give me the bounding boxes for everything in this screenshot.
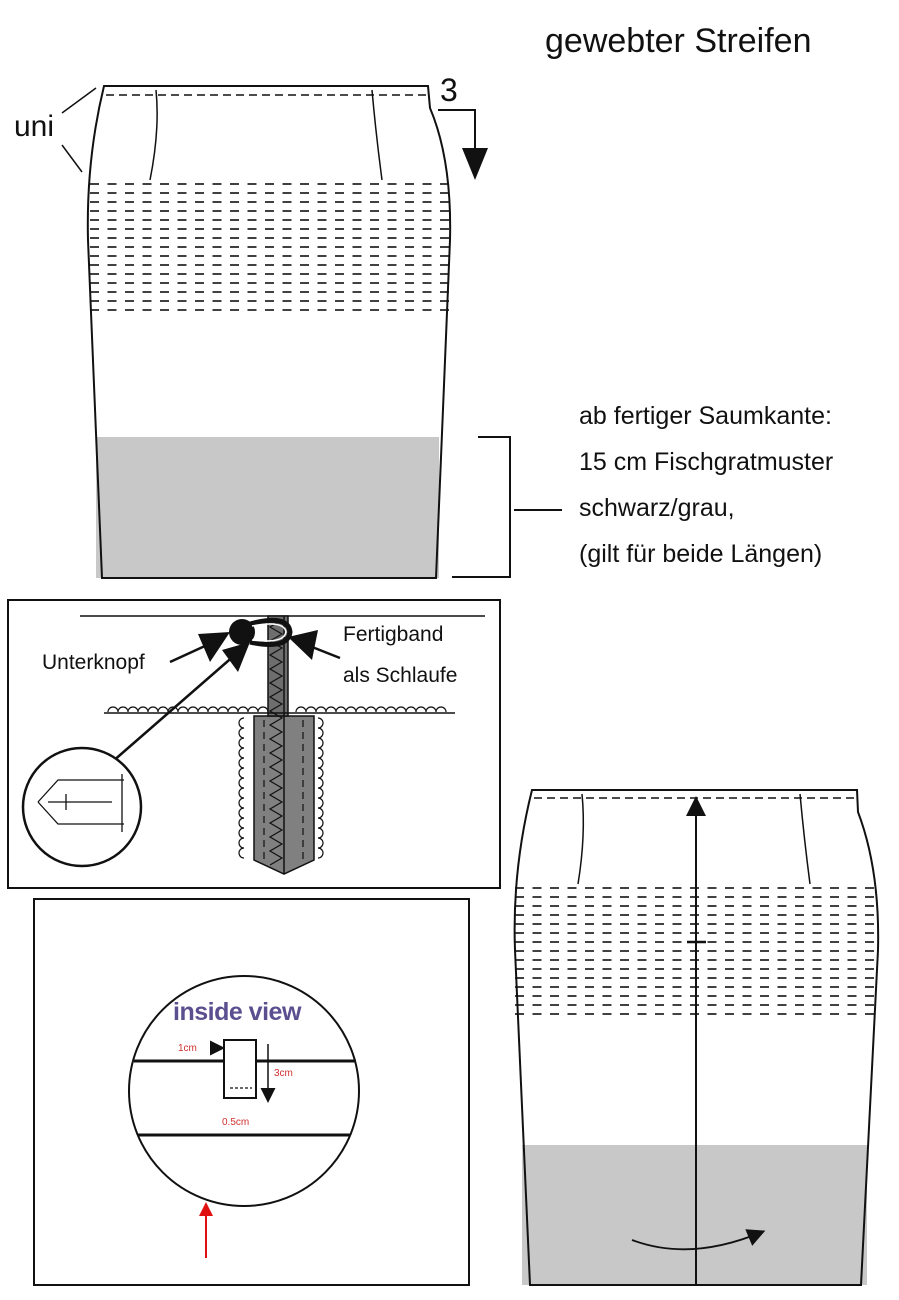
- overlock-edge-seam-right: [317, 717, 324, 859]
- zigzag-stitch: [268, 619, 284, 866]
- skirt-outline-top: [86, 85, 452, 579]
- inside-view-heading: inside view: [173, 998, 301, 1026]
- buttonhole-rect: [223, 1039, 257, 1099]
- step-arrow-head: [462, 148, 488, 180]
- dim-label-bottom: 0.5cm: [222, 1117, 250, 1128]
- skirt-outline-bottom: [513, 789, 880, 1286]
- woven-stripe-pattern: [90, 183, 449, 311]
- hem-band-bottom: [522, 1145, 867, 1285]
- underbutton-label: Unterknopf: [42, 651, 145, 674]
- dim-label-width: 1cm: [178, 1043, 197, 1054]
- inside-view-panel: [33, 898, 470, 1286]
- magnifier-pointer-head: [222, 642, 250, 672]
- button-icon: [37, 779, 124, 825]
- fertigband-arrow-head: [288, 630, 318, 660]
- tape-loop-inner: [251, 623, 287, 642]
- magnifier-pointer: [111, 653, 237, 763]
- woven-stripe-pattern-bottom: [515, 887, 874, 1015]
- button-loop-detail: [7, 599, 501, 889]
- hem-bracket: [452, 436, 511, 578]
- uni-leader-upper: [61, 87, 97, 114]
- turn-arrow: [631, 1229, 766, 1251]
- skirt-back-bottom: [513, 789, 880, 1286]
- hem-note-line-4: (gilt für beide Längen): [579, 540, 823, 568]
- skirt-front-top: [86, 85, 452, 579]
- loop-label-line-1: Fertigband: [343, 623, 444, 646]
- dim-label-height: 3cm: [274, 1068, 293, 1079]
- underbutton: [229, 619, 255, 645]
- overlock-edge-left: [107, 706, 269, 713]
- overlock-edge-seam-left: [238, 717, 245, 859]
- hem-band-top: [96, 437, 439, 578]
- step-number: 3: [440, 72, 458, 108]
- step-arrow: [438, 109, 476, 150]
- diagram-title: gewebter Streifen: [545, 22, 812, 60]
- hem-note-line-2: 15 cm Fischgratmuster: [579, 448, 834, 476]
- overlock-edge-right: [295, 706, 447, 713]
- uni-leader-lower: [61, 144, 83, 173]
- tape-loop: [249, 617, 293, 647]
- dart-right: [371, 89, 383, 181]
- dart-left: [149, 89, 158, 181]
- magnifier-circle: [21, 746, 143, 868]
- yoke-label: uni: [14, 110, 55, 143]
- hem-note-line-3: schwarz/grau,: [579, 494, 735, 522]
- dart-left-bottom: [577, 793, 585, 885]
- hem-note-line-1: ab fertiger Saumkante:: [579, 402, 832, 430]
- unterknopf-arrow-head: [198, 632, 230, 662]
- red-arrow-head: [199, 1202, 213, 1216]
- loop-label-line-2: als Schlaufe: [343, 664, 458, 687]
- dart-right-bottom: [799, 793, 811, 885]
